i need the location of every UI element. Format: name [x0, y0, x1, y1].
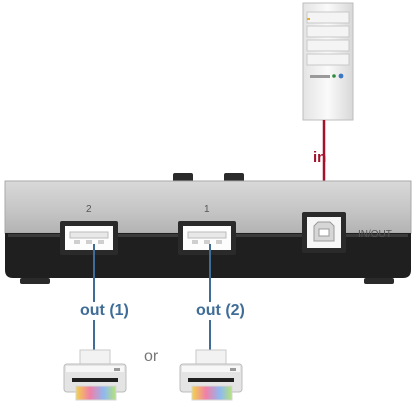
out-2-label: out (2)	[196, 302, 245, 319]
printer-icon	[179, 349, 243, 401]
out-1-label: out (1)	[80, 302, 129, 319]
port-label-1: 1	[204, 204, 210, 215]
usb-b-port-icon	[302, 212, 346, 253]
usb-a-port-1-icon	[178, 221, 236, 255]
or-label: or	[144, 348, 159, 365]
usb-a-port-2-icon	[60, 221, 118, 255]
in-label: in	[313, 149, 327, 166]
in-out-label: IN/OUT	[358, 229, 392, 240]
port-label-2: 2	[86, 204, 92, 215]
printer-icon	[63, 349, 127, 401]
computer-tower-icon	[302, 2, 354, 121]
